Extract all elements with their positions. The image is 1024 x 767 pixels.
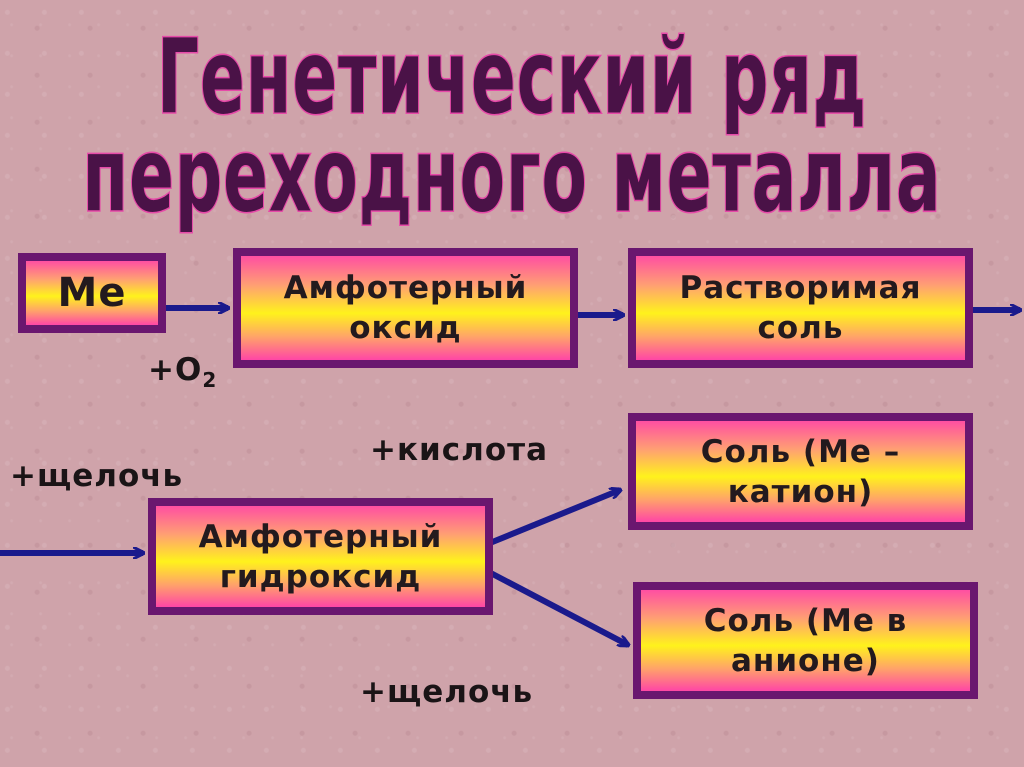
box-cation-line-1: Соль (Ме – xyxy=(700,433,901,470)
arrow-hydroxide-to-anion xyxy=(483,567,628,648)
title-line-2: переходного металла xyxy=(81,114,942,236)
label-plus-alkali-left: +щелочь xyxy=(10,458,184,494)
box-salt-anion: Соль (Ме в анионе) xyxy=(633,582,978,699)
arrow-hydroxide-to-cation xyxy=(483,490,620,548)
box-oxide-line-1: Амфотерный xyxy=(283,270,528,306)
box-salt-line-1: Растворимая xyxy=(679,270,922,306)
box-cation-line-2: катион) xyxy=(727,473,874,510)
title-line-1: Генетический ряд xyxy=(156,16,868,138)
box-salt-cation: Соль (Ме – катион) xyxy=(628,413,973,530)
box-hydroxide-line-2: гидроксид xyxy=(219,558,422,595)
box-amphoteric-oxide: Амфотерный оксид xyxy=(233,248,578,368)
box-anion-line-1: Соль (Ме в xyxy=(703,602,908,639)
label-plus-o2: +O2 xyxy=(148,352,217,392)
label-plus-acid: +кислота xyxy=(370,432,549,468)
box-amphoteric-hydroxide: Амфотерный гидроксид xyxy=(148,498,493,615)
box-anion-line-2: анионе) xyxy=(731,642,880,679)
label-o2-subscript: 2 xyxy=(202,368,218,393)
box-salt-line-2: соль xyxy=(757,310,844,346)
box-me: Ме xyxy=(18,253,166,333)
box-oxide-line-2: оксид xyxy=(349,310,462,346)
box-hydroxide-line-1: Амфотерный xyxy=(198,518,443,555)
label-plus-alkali-bottom: +щелочь xyxy=(360,674,534,710)
box-soluble-salt: Растворимая соль xyxy=(628,248,973,368)
box-me-text: Ме xyxy=(57,270,127,316)
label-o2-prefix: +O xyxy=(148,352,203,388)
